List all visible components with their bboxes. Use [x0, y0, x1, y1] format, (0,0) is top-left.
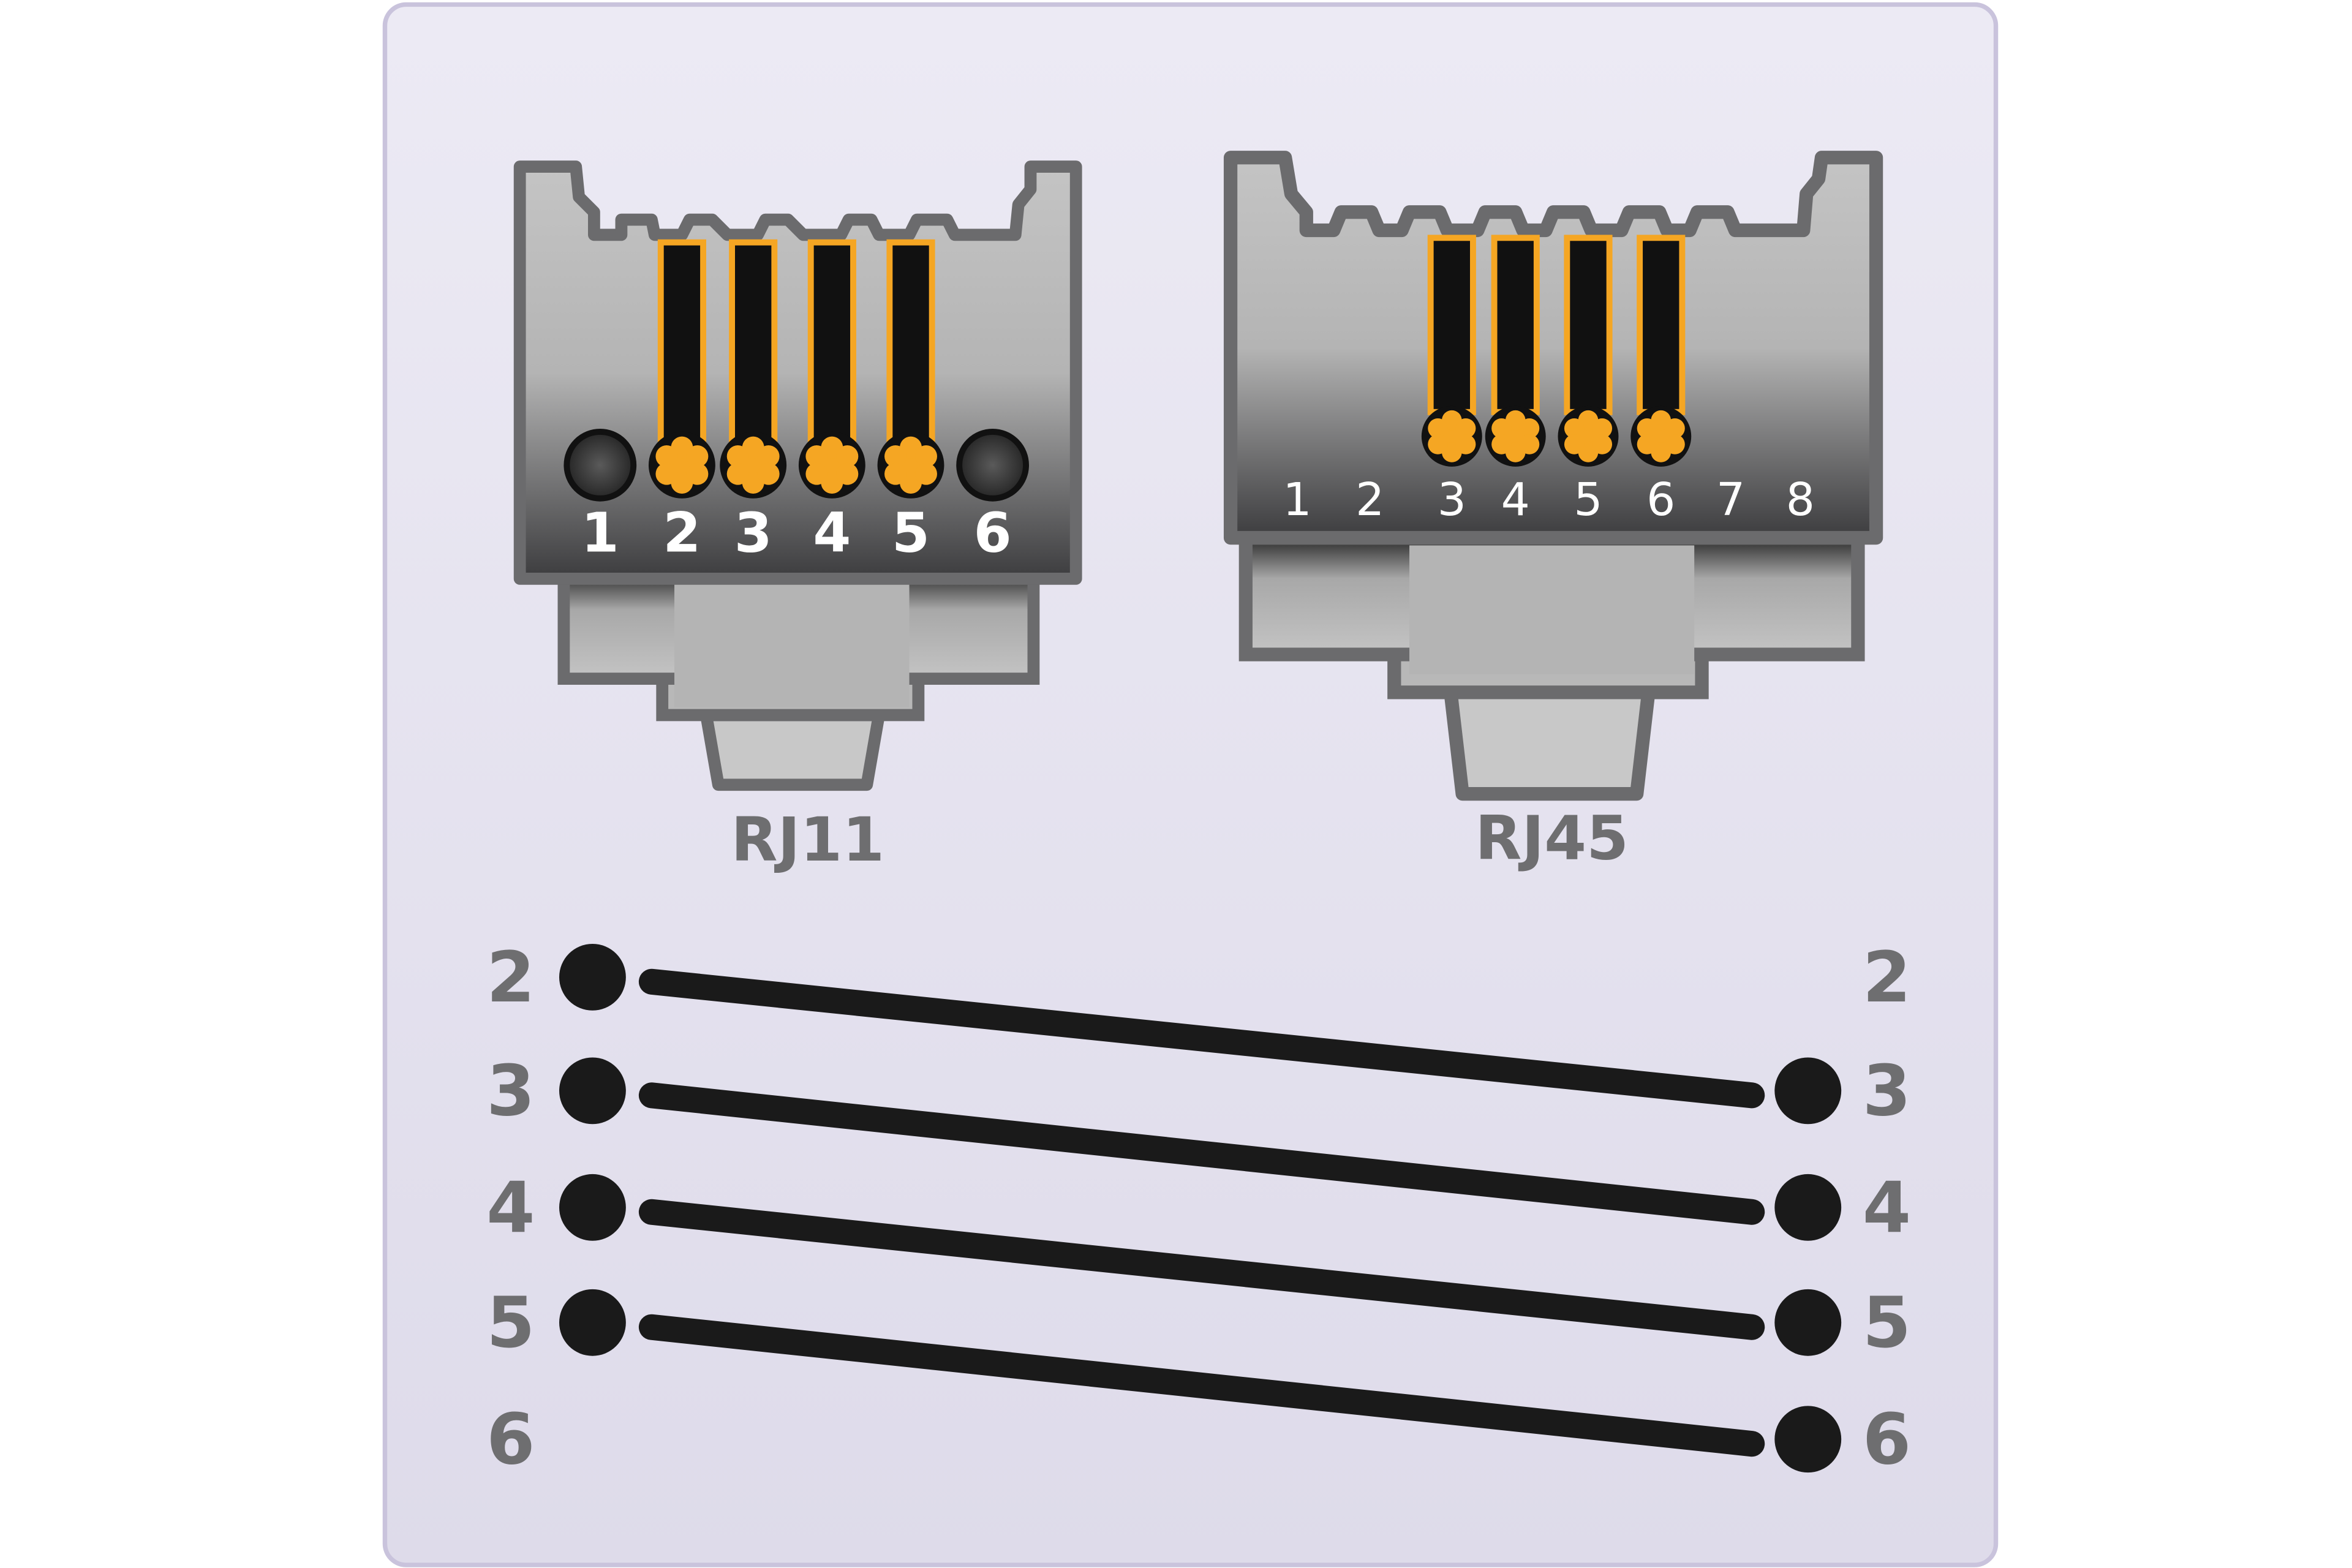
left-pin-dot	[559, 1057, 626, 1125]
wire-strand	[1519, 418, 1540, 439]
wire-strand	[915, 445, 937, 467]
contact-blade	[1564, 235, 1613, 415]
pin-number: 8	[1786, 473, 1815, 526]
right-pin-dot	[1774, 1174, 1842, 1241]
rj45-plug	[1223, 151, 1883, 801]
empty-pin-hole	[956, 428, 1029, 502]
pin-number: 4	[1501, 473, 1530, 526]
pin-number: 2	[663, 501, 701, 565]
wire-strand	[1455, 418, 1476, 439]
pin-number: 5	[892, 501, 930, 565]
wire-strand	[655, 445, 678, 467]
wire-strand	[884, 445, 907, 467]
wire-connection	[638, 1199, 1765, 1340]
right-pin-dot	[1774, 1406, 1842, 1473]
contact-blade	[729, 239, 778, 446]
wire-strand	[1491, 434, 1512, 454]
pin-number: 7	[1716, 473, 1745, 526]
right-pin-label: 5	[1863, 1282, 1911, 1363]
pin-number: 6	[974, 501, 1012, 565]
wire-strand	[836, 445, 859, 467]
wire-strand	[757, 445, 780, 467]
wire-strand	[1592, 418, 1613, 439]
contact-blade	[886, 239, 935, 446]
left-pin-dot	[559, 1289, 626, 1356]
wire-strand	[805, 462, 828, 485]
right-pin-label: 4	[1863, 1167, 1911, 1248]
pin-number: 5	[1574, 473, 1602, 526]
rj45-label: RJ45	[1475, 803, 1629, 873]
left-pin-label: 3	[486, 1050, 535, 1131]
contact-blade	[1427, 235, 1476, 415]
wire-strand	[1637, 418, 1657, 439]
pin-number: 1	[1283, 473, 1311, 526]
wire-strand	[757, 462, 780, 485]
contact-blade	[1637, 235, 1686, 415]
pin-number: 1	[581, 501, 619, 565]
wire-connection	[638, 1314, 1765, 1457]
wire-strand	[1428, 434, 1448, 454]
contact-blade	[807, 239, 856, 446]
wire-strand	[1637, 434, 1657, 454]
wire-strand	[884, 462, 907, 485]
right-pin-label: 6	[1863, 1398, 1911, 1480]
wire-strand	[1564, 434, 1585, 454]
left-pin-dot	[559, 1174, 626, 1241]
wire-strand	[686, 462, 709, 485]
right-pin-dot	[1774, 1057, 1842, 1125]
pin-number: 3	[1438, 473, 1466, 526]
wire-strand	[686, 445, 709, 467]
wire-strand	[1428, 418, 1448, 439]
wire-strand	[1491, 418, 1512, 439]
wire-strand	[1592, 434, 1613, 454]
pin-number: 3	[734, 501, 772, 565]
right-pin-dot	[1774, 1289, 1842, 1356]
left-pin-dot	[559, 943, 626, 1011]
wire-strand	[1455, 434, 1476, 454]
contact-blade	[1491, 235, 1540, 415]
wire-strand	[805, 445, 828, 467]
left-pin-label: 2	[486, 937, 535, 1018]
wire-connection	[638, 968, 1765, 1109]
right-pin-label: 3	[1863, 1050, 1911, 1131]
wire-strand	[1665, 434, 1685, 454]
right-pin-label: 2	[1863, 937, 1911, 1018]
wire-strand	[726, 462, 749, 485]
wire-connection	[638, 1082, 1765, 1225]
wire-strand	[1665, 418, 1685, 439]
pin-number: 4	[813, 501, 851, 565]
left-pin-label: 4	[486, 1167, 535, 1248]
wire-strand	[1564, 418, 1585, 439]
wire-strand	[1519, 434, 1540, 454]
wire-strand	[836, 462, 859, 485]
rj11-label: RJ11	[731, 805, 884, 875]
left-pin-label: 5	[486, 1282, 535, 1363]
contact-blade	[657, 239, 706, 446]
wire-strand	[915, 462, 937, 485]
pin-number: 2	[1355, 473, 1384, 526]
pin-number: 6	[1646, 473, 1675, 526]
left-pin-label: 6	[486, 1398, 535, 1480]
wire-strand	[726, 445, 749, 467]
wire-strand	[655, 462, 678, 485]
empty-pin-hole	[564, 428, 637, 502]
